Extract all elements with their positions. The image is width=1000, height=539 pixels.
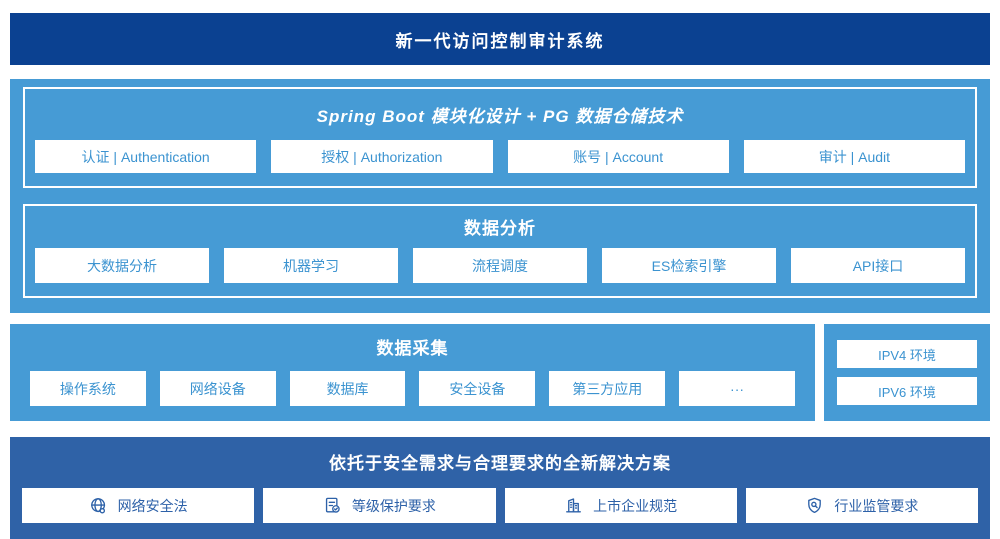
module-chip-machine-learning: 机器学习 xyxy=(224,248,398,283)
solution-section: 依托于安全需求与合理要求的全新解决方案 网络安全法 xyxy=(10,437,990,539)
module-chip-audit: 审计 | Audit xyxy=(743,140,965,173)
module-chip-authentication: 认证 | Authentication xyxy=(35,140,257,173)
source-chip-network-device: 网络设备 xyxy=(159,371,276,406)
source-chip-database: 数据库 xyxy=(289,371,406,406)
solution-title: 依托于安全需求与合理要求的全新解决方案 xyxy=(329,454,671,473)
module-chip-api: API接口 xyxy=(791,248,965,283)
auth-module-row: 认证 | Authentication 授权 | Authorization 账… xyxy=(35,140,965,173)
solution-chip-graded-protection: 等级保护要求 xyxy=(263,488,496,523)
solution-chip-industry-regulation: 行业监管要求 xyxy=(745,488,978,523)
module-chip-authorization: 授权 | Authorization xyxy=(271,140,493,173)
analysis-module-row: 大数据分析 机器学习 流程调度 ES检索引擎 API接口 xyxy=(35,248,965,283)
middle-row: 数据采集 操作系统 网络设备 数据库 安全设备 第三方应用 ··· IPV4 环… xyxy=(10,324,990,421)
env-chip-ipv6: IPV6 环境 xyxy=(837,377,977,405)
solution-chip-cybersecurity-law: 网络安全法 xyxy=(22,488,255,523)
source-chip-thirdparty-app: 第三方应用 xyxy=(549,371,666,406)
solution-chip-label: 行业监管要求 xyxy=(834,497,919,514)
collection-source-row: 操作系统 网络设备 数据库 安全设备 第三方应用 ··· xyxy=(30,371,795,406)
module-chip-bigdata: 大数据分析 xyxy=(35,248,209,283)
system-title: 新一代访问控制审计系统 xyxy=(395,31,605,51)
solution-chip-label: 等级保护要求 xyxy=(351,497,436,514)
globe-icon xyxy=(90,498,105,514)
source-chip-os: 操作系统 xyxy=(30,371,146,406)
doc-check-icon xyxy=(325,497,340,513)
source-chip-ellipsis: ··· xyxy=(679,371,795,406)
solution-chip-listed-company: 上市企业规范 xyxy=(504,488,737,523)
solution-chip-row: 网络安全法 等级保护要求 xyxy=(22,488,978,523)
data-analysis-section-title: 数据分析 xyxy=(464,219,536,238)
source-chip-security-device: 安全设备 xyxy=(419,371,536,406)
solution-chip-label: 网络安全法 xyxy=(117,497,188,514)
spring-boot-section: Spring Boot 模块化设计 + PG 数据仓储技术 认证 | Authe… xyxy=(23,87,977,188)
platform-container: Spring Boot 模块化设计 + PG 数据仓储技术 认证 | Authe… xyxy=(10,79,990,313)
system-title-banner: 新一代访问控制审计系统 xyxy=(10,13,990,65)
ip-environment-section: IPV4 环境 IPV6 环境 xyxy=(824,324,990,421)
building-icon xyxy=(566,498,582,513)
shield-search-icon xyxy=(808,497,822,514)
module-chip-account: 账号 | Account xyxy=(507,140,729,173)
spring-boot-section-title: Spring Boot 模块化设计 + PG 数据仓储技术 xyxy=(316,107,684,126)
data-collection-section: 数据采集 操作系统 网络设备 数据库 安全设备 第三方应用 ··· xyxy=(10,324,815,421)
data-analysis-section: 数据分析 大数据分析 机器学习 流程调度 ES检索引擎 API接口 xyxy=(23,204,977,298)
module-chip-es-search: ES检索引擎 xyxy=(602,248,776,283)
data-collection-title: 数据采集 xyxy=(376,339,449,358)
module-chip-scheduling: 流程调度 xyxy=(413,248,587,283)
env-chip-ipv4: IPV4 环境 xyxy=(837,340,977,368)
solution-chip-label: 上市企业规范 xyxy=(593,497,678,514)
